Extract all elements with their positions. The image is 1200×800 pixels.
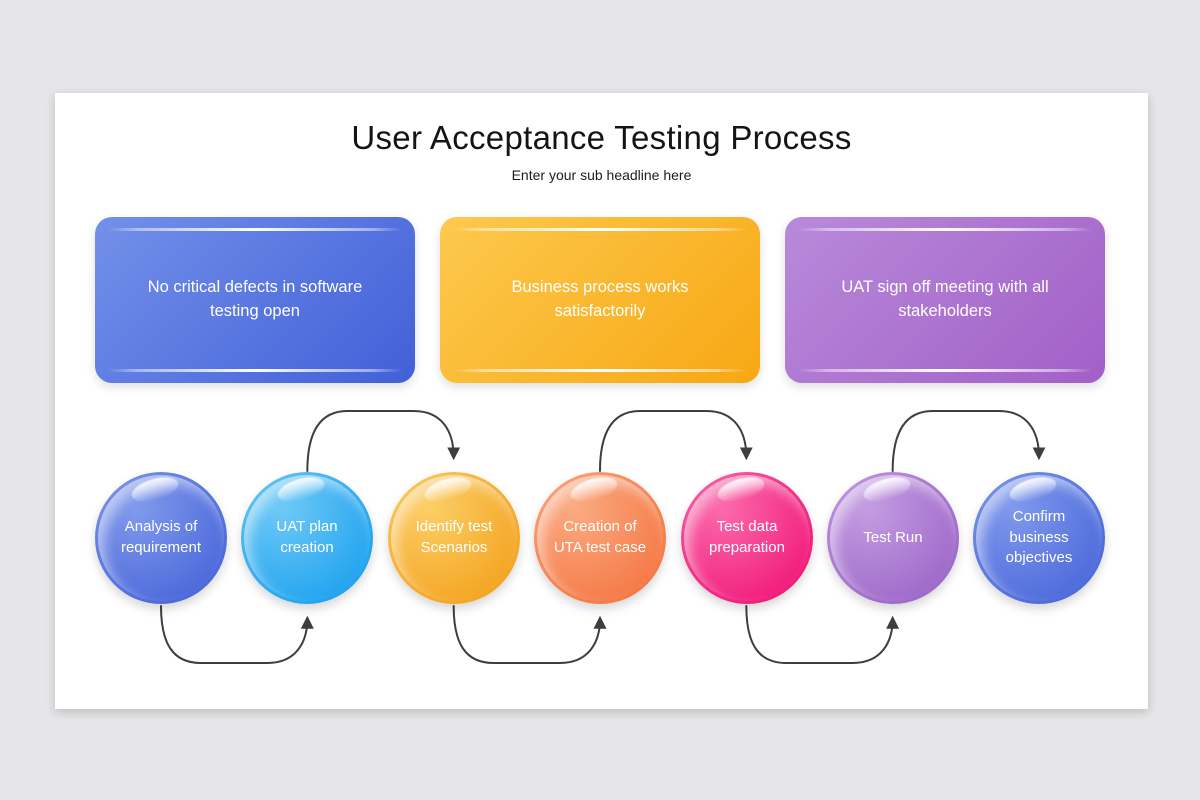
step-label: Analysis of requirement [120,518,202,556]
card-uat-sign-off: UAT sign off meeting with all stakeholde… [785,217,1105,383]
card-label: UAT sign off meeting with all stakeholde… [841,278,1049,320]
flow-arrow [452,605,607,664]
step-test-run: Test Run [827,472,959,604]
card-label: Business process works satisfactorily [511,278,689,320]
step-label: Creation of UTA test case [553,518,647,556]
flow-arrow [306,410,461,472]
step-identify-test-scenarios: Identify test Scenarios [388,472,520,604]
flow-arrow [891,410,1046,472]
step-analysis-of-requirement: Analysis of requirement [95,472,227,604]
flow-arrows [160,410,1046,664]
page-title: User Acceptance Testing Process [351,119,852,156]
step-label: Identify test Scenarios [415,518,493,556]
flow-arrow [598,410,753,472]
card-business-process: Business process works satisfactorily [440,217,760,383]
step-creation-of-uta-test-case: Creation of UTA test case [534,472,666,604]
slide: User Acceptance Testing Process Enter yo… [55,93,1148,709]
step-label: UAT plan creation [276,518,338,556]
flow-arrow [160,605,314,664]
card-label: No critical defects in software testing … [147,278,363,320]
step-label: Test data preparation [709,518,785,556]
step-test-data-preparation: Test data preparation [681,472,813,604]
page-subtitle: Enter your sub headline here [511,167,692,183]
step-confirm-business-objectives: Confirm business objectives [973,472,1105,604]
step-label: Test Run [863,528,923,546]
card-no-critical-defects: No critical defects in software testing … [95,217,415,383]
step-uat-plan-creation: UAT plan creation [241,472,373,604]
step-label: Confirm business objectives [1005,507,1073,567]
flow-arrow [745,605,900,664]
